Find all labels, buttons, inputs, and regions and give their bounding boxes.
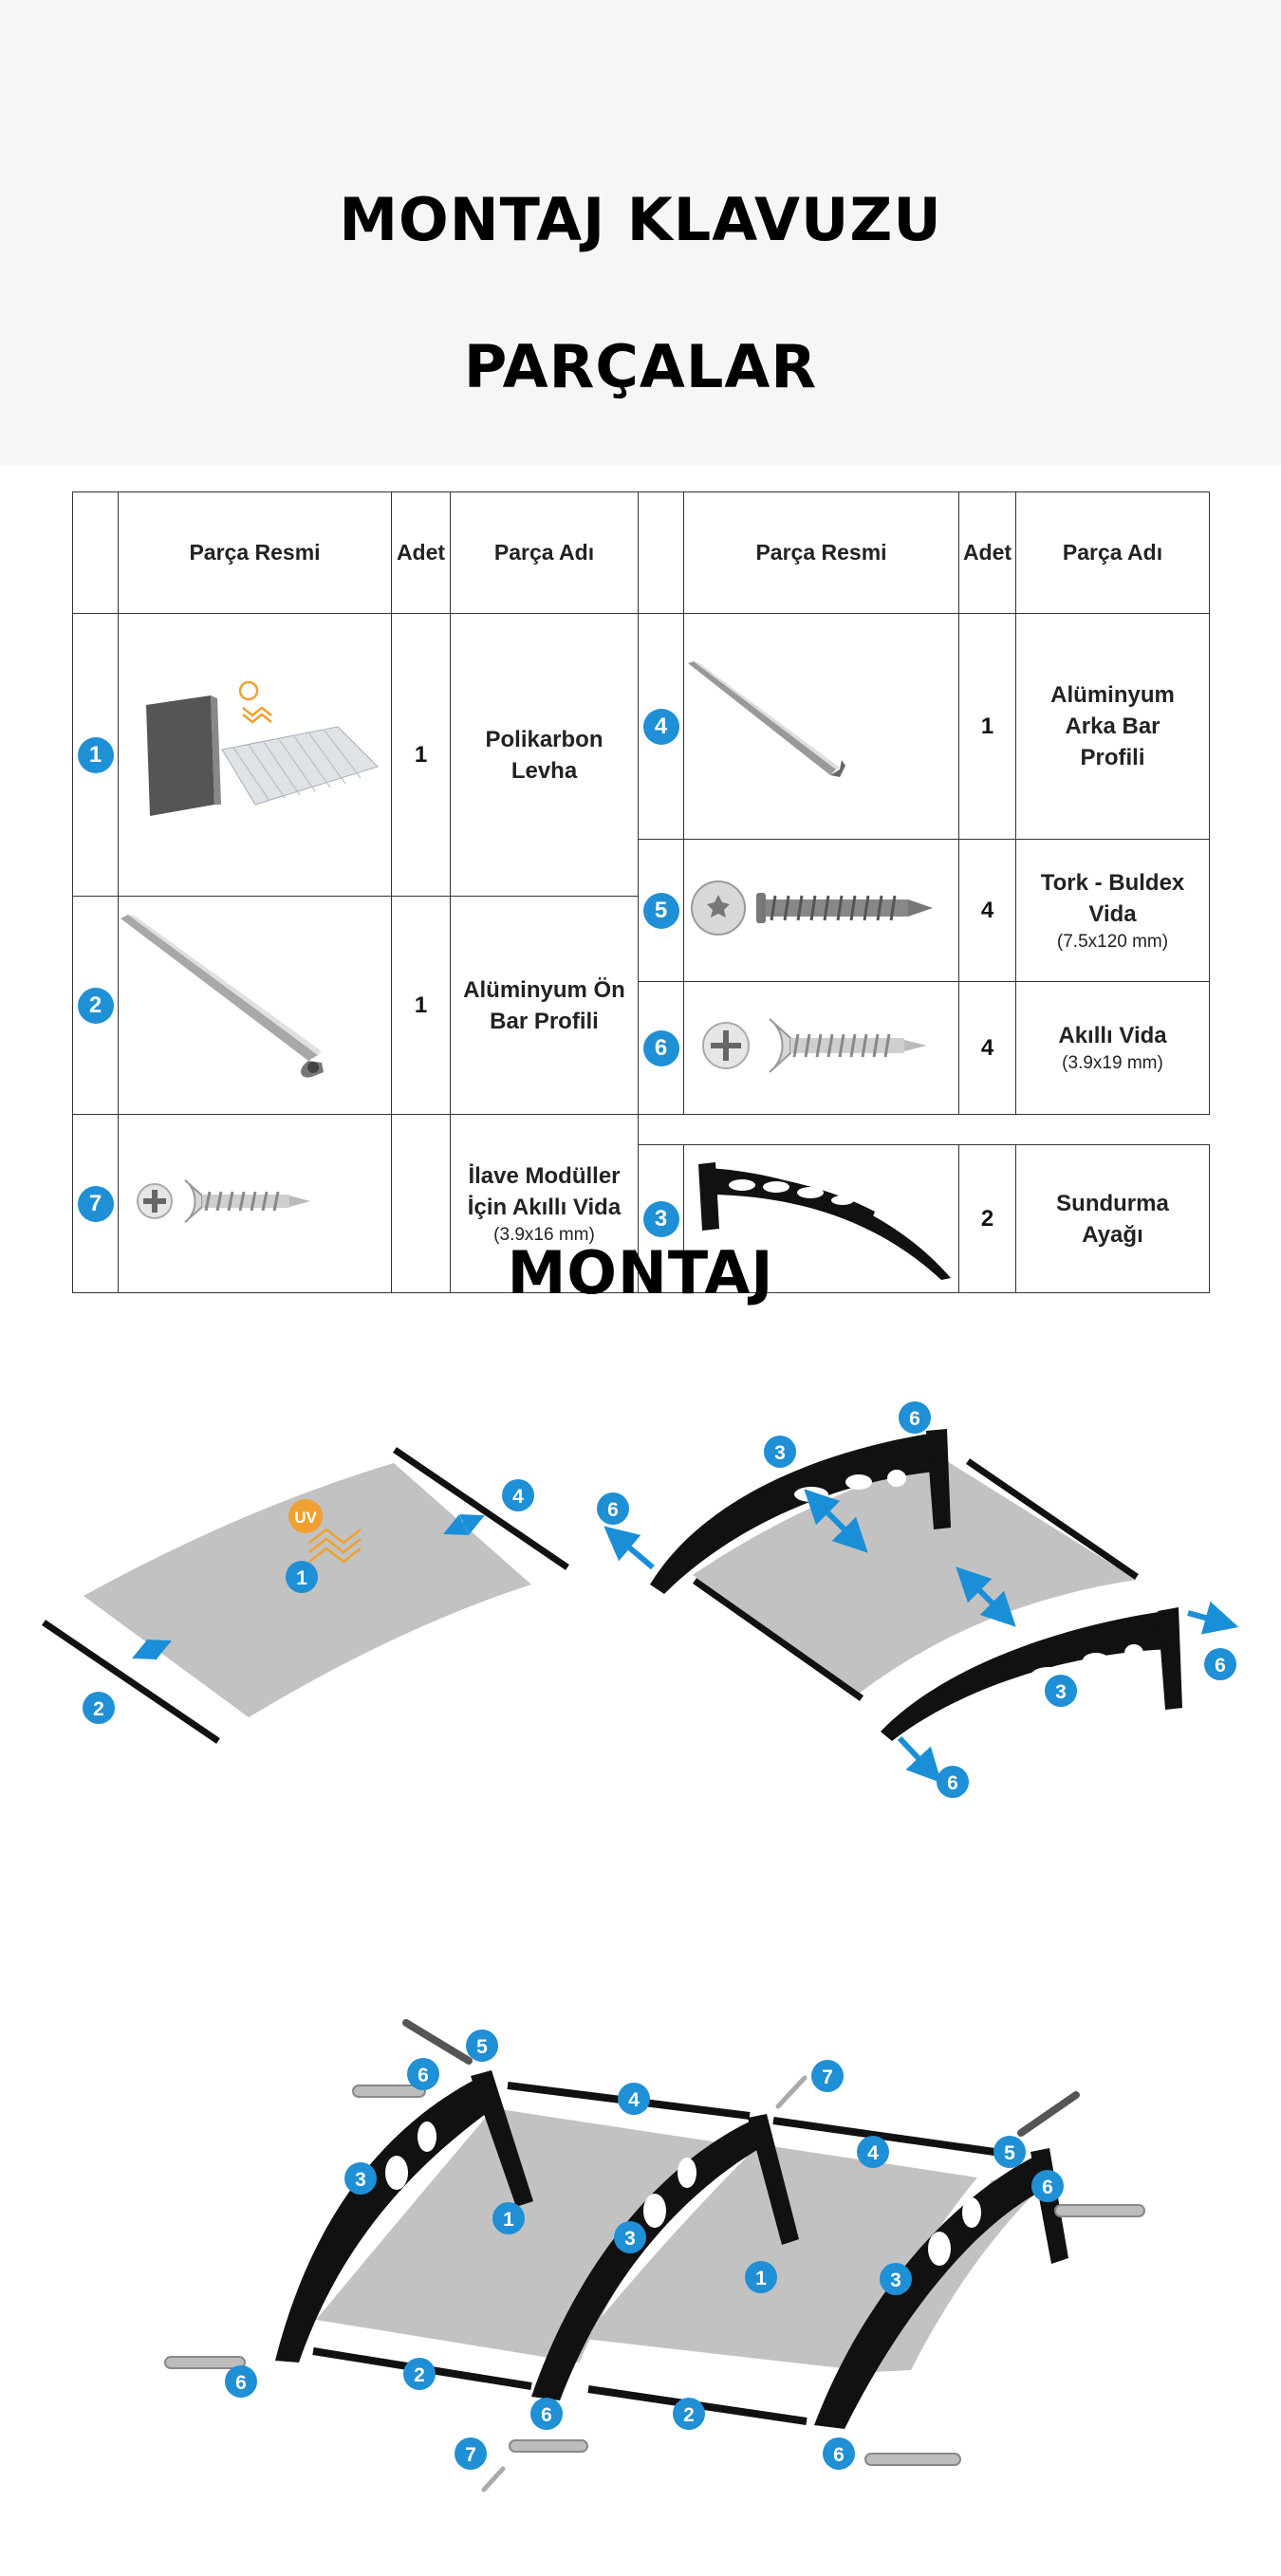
parts-table: Parça Resmi Adet Parça Adı Parça Resmi A… [72,491,1210,1293]
callout-badge: 6 [607,1499,619,1521]
assembly-heading: MONTAJ [507,1238,774,1307]
uv-icon: UV [288,1499,362,1564]
header-part-name: Parça Adı [450,491,639,614]
parts-heading: PARÇALAR [463,332,818,401]
callout-badge: 6 [1215,1655,1226,1677]
part-image-cell [683,839,959,982]
callout-badge: 1 [755,2268,767,2289]
table-row-right-5: 5 [638,839,684,982]
part-qty: 1 [391,896,451,1115]
part-number-badge: 3 [642,1200,679,1237]
polycarbonate-sheet-icon [145,680,379,816]
part-name-cell: Sundurma Ayağı [1015,1144,1210,1293]
part-size: (3.9x19 mm) [1062,1053,1163,1073]
part-image-cell [683,981,959,1115]
callout-badge: 7 [822,2066,833,2088]
callout-badge: 4 [628,2089,640,2111]
callout-badge: 3 [624,2228,636,2250]
step-2-diagram [603,1429,1239,1784]
part-name: Alüminyum Ön Bar Profili [463,976,625,1034]
part-name: Tork - Buldex Vida [1040,869,1185,927]
callout-badge: 4 [867,2142,879,2164]
bracket-icon [697,1162,951,1280]
callout-badge: 1 [296,1567,307,1589]
part-qty: 1 [958,613,1016,840]
page-title: MONTAJ KLAVUZU [339,185,942,254]
part-name-cell: Polikarbon Levha [450,613,639,897]
callout-badge: 6 [833,2444,845,2466]
part-size: (7.5x120 mm) [1056,931,1169,952]
front-bar-profile-icon [121,915,324,1078]
header-qty: Adet [391,491,451,614]
part-size: (3.9x16 mm) [493,1224,595,1245]
small-screw-icon [137,1179,310,1223]
part-name-cell: Akıllı Vida (3.9x19 mm) [1015,981,1210,1115]
callout-badge: 2 [683,2404,695,2426]
part-name: Akıllı Vida [1058,1023,1167,1048]
header-part-image: Parça Resmi [118,491,392,614]
part-qty: 4 [958,981,1016,1115]
callout-badge: 6 [235,2372,247,2394]
part-number-badge: 4 [642,708,679,745]
part-number-badge: 2 [77,987,114,1024]
part-qty: 2 [958,1144,1016,1293]
header-band [0,0,1281,465]
part-name-cell: Tork - Buldex Vida (7.5x120 mm) [1015,839,1210,982]
part-number-badge: 7 [77,1185,114,1222]
screw-icon [481,2075,808,2493]
part-qty: 4 [958,839,1016,982]
callout-badge: 6 [947,1772,958,1794]
callout-badge: 6 [541,2404,552,2426]
step-1-diagram: UV [42,1447,569,1744]
callout-badge: 7 [465,2444,476,2466]
assembly-diagram: UV [42,1401,1239,2493]
callout-badge: 6 [909,1408,920,1430]
table-row-left-2: 2 [72,896,119,1115]
callout-badge: 4 [512,1486,524,1508]
callout-badge: 3 [774,1442,786,1464]
part-image-cell [683,613,959,840]
callout-badge: 6 [1042,2177,1053,2198]
rear-bar-profile-icon [688,661,845,777]
part-number-badge: 5 [642,892,679,929]
part-name: Polikarbon Levha [485,726,603,784]
callout-badge: 2 [414,2364,425,2386]
self-drilling-screw-icon [702,1018,927,1073]
callout-badge: 5 [476,2036,488,2058]
table-row-right-6: 6 [638,981,684,1115]
svg-text:UV: UV [294,1509,317,1527]
step-3-diagram [164,2019,1145,2493]
table-row-right-7: 7 [72,1114,119,1293]
table-row-left-1: 1 [72,613,119,897]
header-part-name: Parça Adı [1015,491,1210,614]
part-name: İlave Modüller İçin Akıllı Vida [467,1162,622,1220]
part-image-cell [118,613,392,897]
part-name-cell: Alüminyum Ön Bar Profili [450,896,639,1115]
torx-screw-icon [691,880,933,936]
callout-badge: 6 [418,2065,429,2086]
part-image-cell [118,1114,392,1293]
part-name: Sundurma Ayağı [1056,1190,1169,1248]
part-qty: 1 [391,613,451,897]
callout-badge: 3 [355,2169,366,2191]
callout-badges: 4 1 2 6 3 6 6 3 6 5 6 7 4 4 5 6 3 1 3 1 … [83,1401,1236,2470]
callout-badge: 1 [503,2209,514,2231]
part-name-cell: Alüminyum Arka Bar Profili [1015,613,1210,840]
callout-badge: 5 [1004,2142,1015,2164]
table-row-right-4: 4 [638,613,684,840]
part-name-cell: İlave Modüller İçin Akıllı Vida (3.9x16 … [450,1114,639,1293]
table-row-left-3: 3 [638,1144,684,1293]
part-name: Alüminyum Arka Bar Profili [1050,682,1175,770]
part-image-cell [118,896,392,1115]
part-image-cell [683,1144,959,1293]
header-part-image: Parça Resmi [683,491,959,614]
callout-badge: 3 [1055,1681,1067,1703]
callout-badge: 3 [890,2270,901,2291]
screw-icon [164,2085,1145,2466]
part-number-badge: 1 [77,736,114,773]
screw-icon [402,2019,1080,2137]
part-number-badge: 6 [642,1029,679,1066]
header-qty: Adet [958,491,1016,614]
callout-badge: 2 [93,1698,104,1720]
